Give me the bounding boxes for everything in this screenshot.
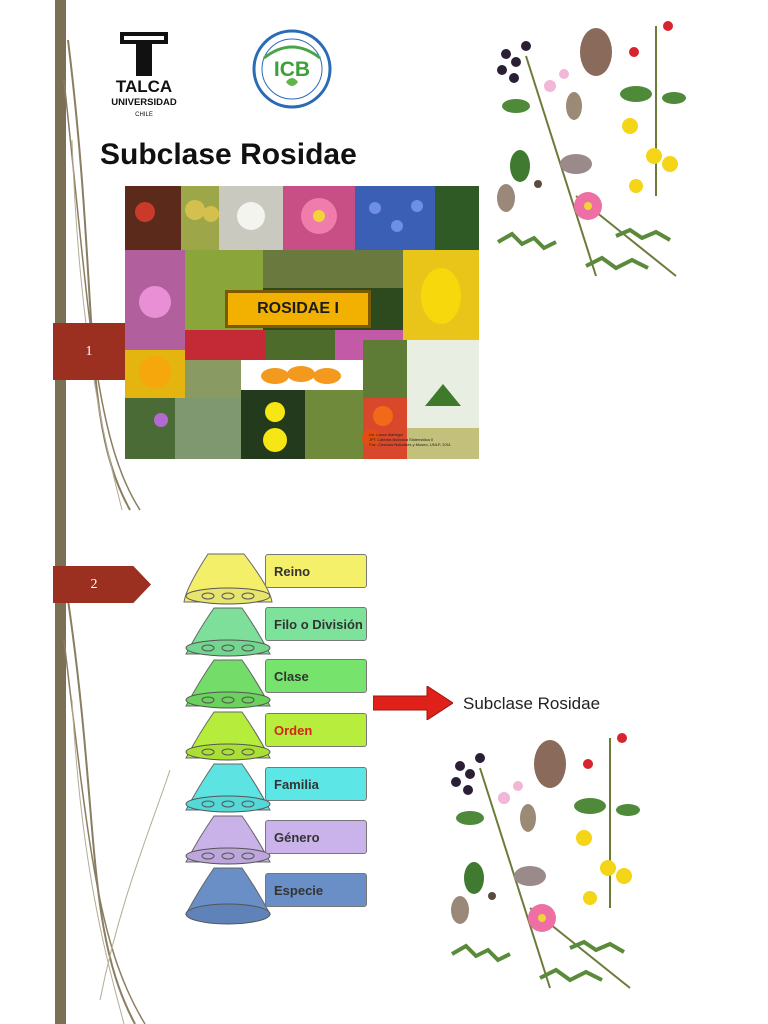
taxon-clase: Clase: [265, 659, 367, 693]
taxon-especie: Especie: [265, 873, 367, 907]
collage-credit: Lic. Laura Iharlegui JPT Cátedra Botánic…: [369, 432, 451, 447]
taxon-familia: Familia: [265, 767, 367, 801]
red-arrow-icon: [373, 686, 453, 720]
logo-text-talca: TALCA: [116, 77, 172, 96]
page-title: Subclase Rosidae: [100, 138, 357, 171]
botanical-illustration: [497, 21, 686, 277]
logo-text-chile: CHILE: [135, 112, 153, 118]
taxon-orden: Orden: [265, 713, 367, 747]
rosidae-collage: ROSIDAE I Lic. Laura Iharlegui JPT Cáted…: [125, 186, 479, 459]
page-number-tab: 2: [53, 566, 151, 603]
logo-text-universidad: UNIVERSIDAD: [111, 97, 177, 108]
icb-logo-text: ICB: [274, 58, 310, 81]
botanical-illustration: [451, 733, 640, 989]
page-number-tab: 1: [53, 323, 125, 380]
taxon-genero: Género: [265, 820, 367, 854]
institute-logo: ICB: [248, 28, 336, 110]
taxon-filo-division: Filo o División: [265, 607, 367, 641]
side-bar: [55, 0, 66, 1024]
taxon-reino: Reino: [265, 554, 367, 588]
university-logo: TALCA UNIVERSIDAD CHILE: [106, 28, 182, 120]
subclase-label: Subclase Rosidae: [463, 694, 601, 713]
taxonomy-hierarchy-diagram: [183, 553, 273, 925]
collage-label: ROSIDAE I: [225, 290, 371, 328]
